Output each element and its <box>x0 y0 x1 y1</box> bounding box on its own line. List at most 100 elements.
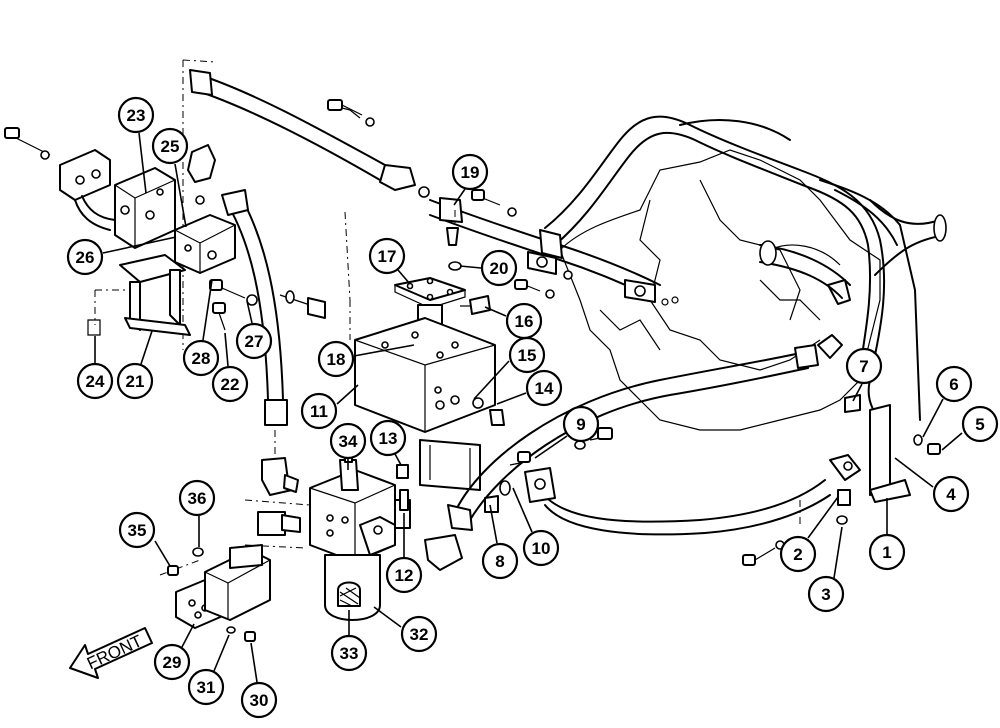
leader-line <box>941 432 963 451</box>
callout-number: 36 <box>188 489 207 508</box>
callout-circle <box>66 238 104 276</box>
callout-circle <box>368 237 406 275</box>
leader-line <box>922 398 944 438</box>
callout-32: 32 <box>373 606 438 653</box>
leader-line <box>102 236 177 254</box>
leader-line <box>250 642 258 683</box>
callout-11: 11 <box>300 384 359 430</box>
callout-circle <box>369 419 407 457</box>
callout-number: 10 <box>532 539 551 558</box>
vertical-hose <box>221 189 299 496</box>
callout-number: 15 <box>518 346 537 365</box>
callout-number: 3 <box>821 585 830 604</box>
callout-circle <box>525 369 563 407</box>
leader-line <box>202 279 213 341</box>
callout-circle <box>961 405 999 443</box>
callout-number: 16 <box>515 312 534 331</box>
callout-number: 34 <box>339 432 358 451</box>
callout-number: 1 <box>882 543 891 562</box>
callout-circle <box>329 422 367 460</box>
callout-circle <box>932 475 970 513</box>
callout-number: 17 <box>378 247 397 266</box>
callout-number: 32 <box>410 625 429 644</box>
callout-7: 7 <box>845 347 883 402</box>
callout-number: 8 <box>495 552 504 571</box>
callout-26: 26 <box>66 236 177 276</box>
filter-assembly <box>244 449 463 621</box>
callout-14: 14 <box>496 369 563 407</box>
callout-circle <box>118 511 156 549</box>
callout-circle <box>116 362 154 400</box>
callout-19: 19 <box>451 153 489 206</box>
callout-number: 11 <box>310 402 328 421</box>
leader-line <box>453 188 466 206</box>
callout-30: 30 <box>240 642 278 719</box>
callout-12: 12 <box>385 513 423 594</box>
callout-circle <box>178 479 216 517</box>
leader-line <box>138 132 147 194</box>
callout-9: 9 <box>534 405 600 459</box>
callout-number: 4 <box>946 485 956 504</box>
leader-line <box>807 496 839 539</box>
callout-17: 17 <box>368 237 411 285</box>
callout-22: 22 <box>211 332 249 403</box>
callout-circle <box>235 322 273 360</box>
callout-33: 33 <box>330 610 368 672</box>
callout-number: 24 <box>86 372 105 391</box>
callout-16: 16 <box>484 302 543 340</box>
callout-number: 20 <box>490 259 509 278</box>
callout-31: 31 <box>187 634 230 706</box>
leader-line <box>852 383 863 402</box>
leader-line <box>484 306 507 317</box>
leader-line <box>213 634 230 672</box>
callout-13: 13 <box>369 419 407 466</box>
callout-circle <box>807 575 845 613</box>
callout-number: 31 <box>197 678 216 697</box>
callout-circle <box>151 127 189 165</box>
callout-6: 6 <box>922 365 973 438</box>
callout-circle <box>240 681 278 719</box>
callout-number: 30 <box>250 691 269 710</box>
callout-circle <box>187 668 225 706</box>
callout-circle <box>317 340 355 378</box>
callout-10: 10 <box>512 487 560 567</box>
lower-bracket <box>159 544 271 642</box>
callout-2: 2 <box>779 496 839 573</box>
callout-number: 9 <box>576 415 585 434</box>
leader-line <box>373 606 402 628</box>
callout-number: 5 <box>975 415 984 434</box>
leader-line <box>534 435 568 459</box>
center-block <box>344 210 505 491</box>
lower-right-lines <box>447 334 941 566</box>
callout-21: 21 <box>116 330 154 400</box>
callout-29: 29 <box>153 623 195 681</box>
callout-circle <box>562 405 600 443</box>
callout-circle <box>117 96 155 134</box>
callout-number: 19 <box>461 163 480 182</box>
front-arrow: FRONT <box>69 627 153 679</box>
callout-4: 4 <box>894 457 970 513</box>
callout-number: 13 <box>379 429 398 448</box>
callout-circle <box>182 339 220 377</box>
callout-36: 36 <box>178 479 216 547</box>
callout-circle <box>330 634 368 672</box>
callout-23: 23 <box>117 96 155 194</box>
leader-line <box>224 332 229 367</box>
callout-circle <box>868 533 906 571</box>
callout-number: 35 <box>128 521 147 540</box>
leader-line <box>473 360 510 400</box>
leader-line <box>833 526 843 579</box>
callout-circle <box>300 392 338 430</box>
leader-line <box>181 623 195 648</box>
leader-line <box>894 457 934 488</box>
callout-number: 21 <box>126 372 145 391</box>
callout-number: 14 <box>535 379 554 398</box>
callout-18: 18 <box>317 340 415 378</box>
callout-25: 25 <box>151 127 189 228</box>
callout-circle <box>779 535 817 573</box>
leader-line <box>512 487 533 533</box>
callout-20: 20 <box>459 249 518 287</box>
